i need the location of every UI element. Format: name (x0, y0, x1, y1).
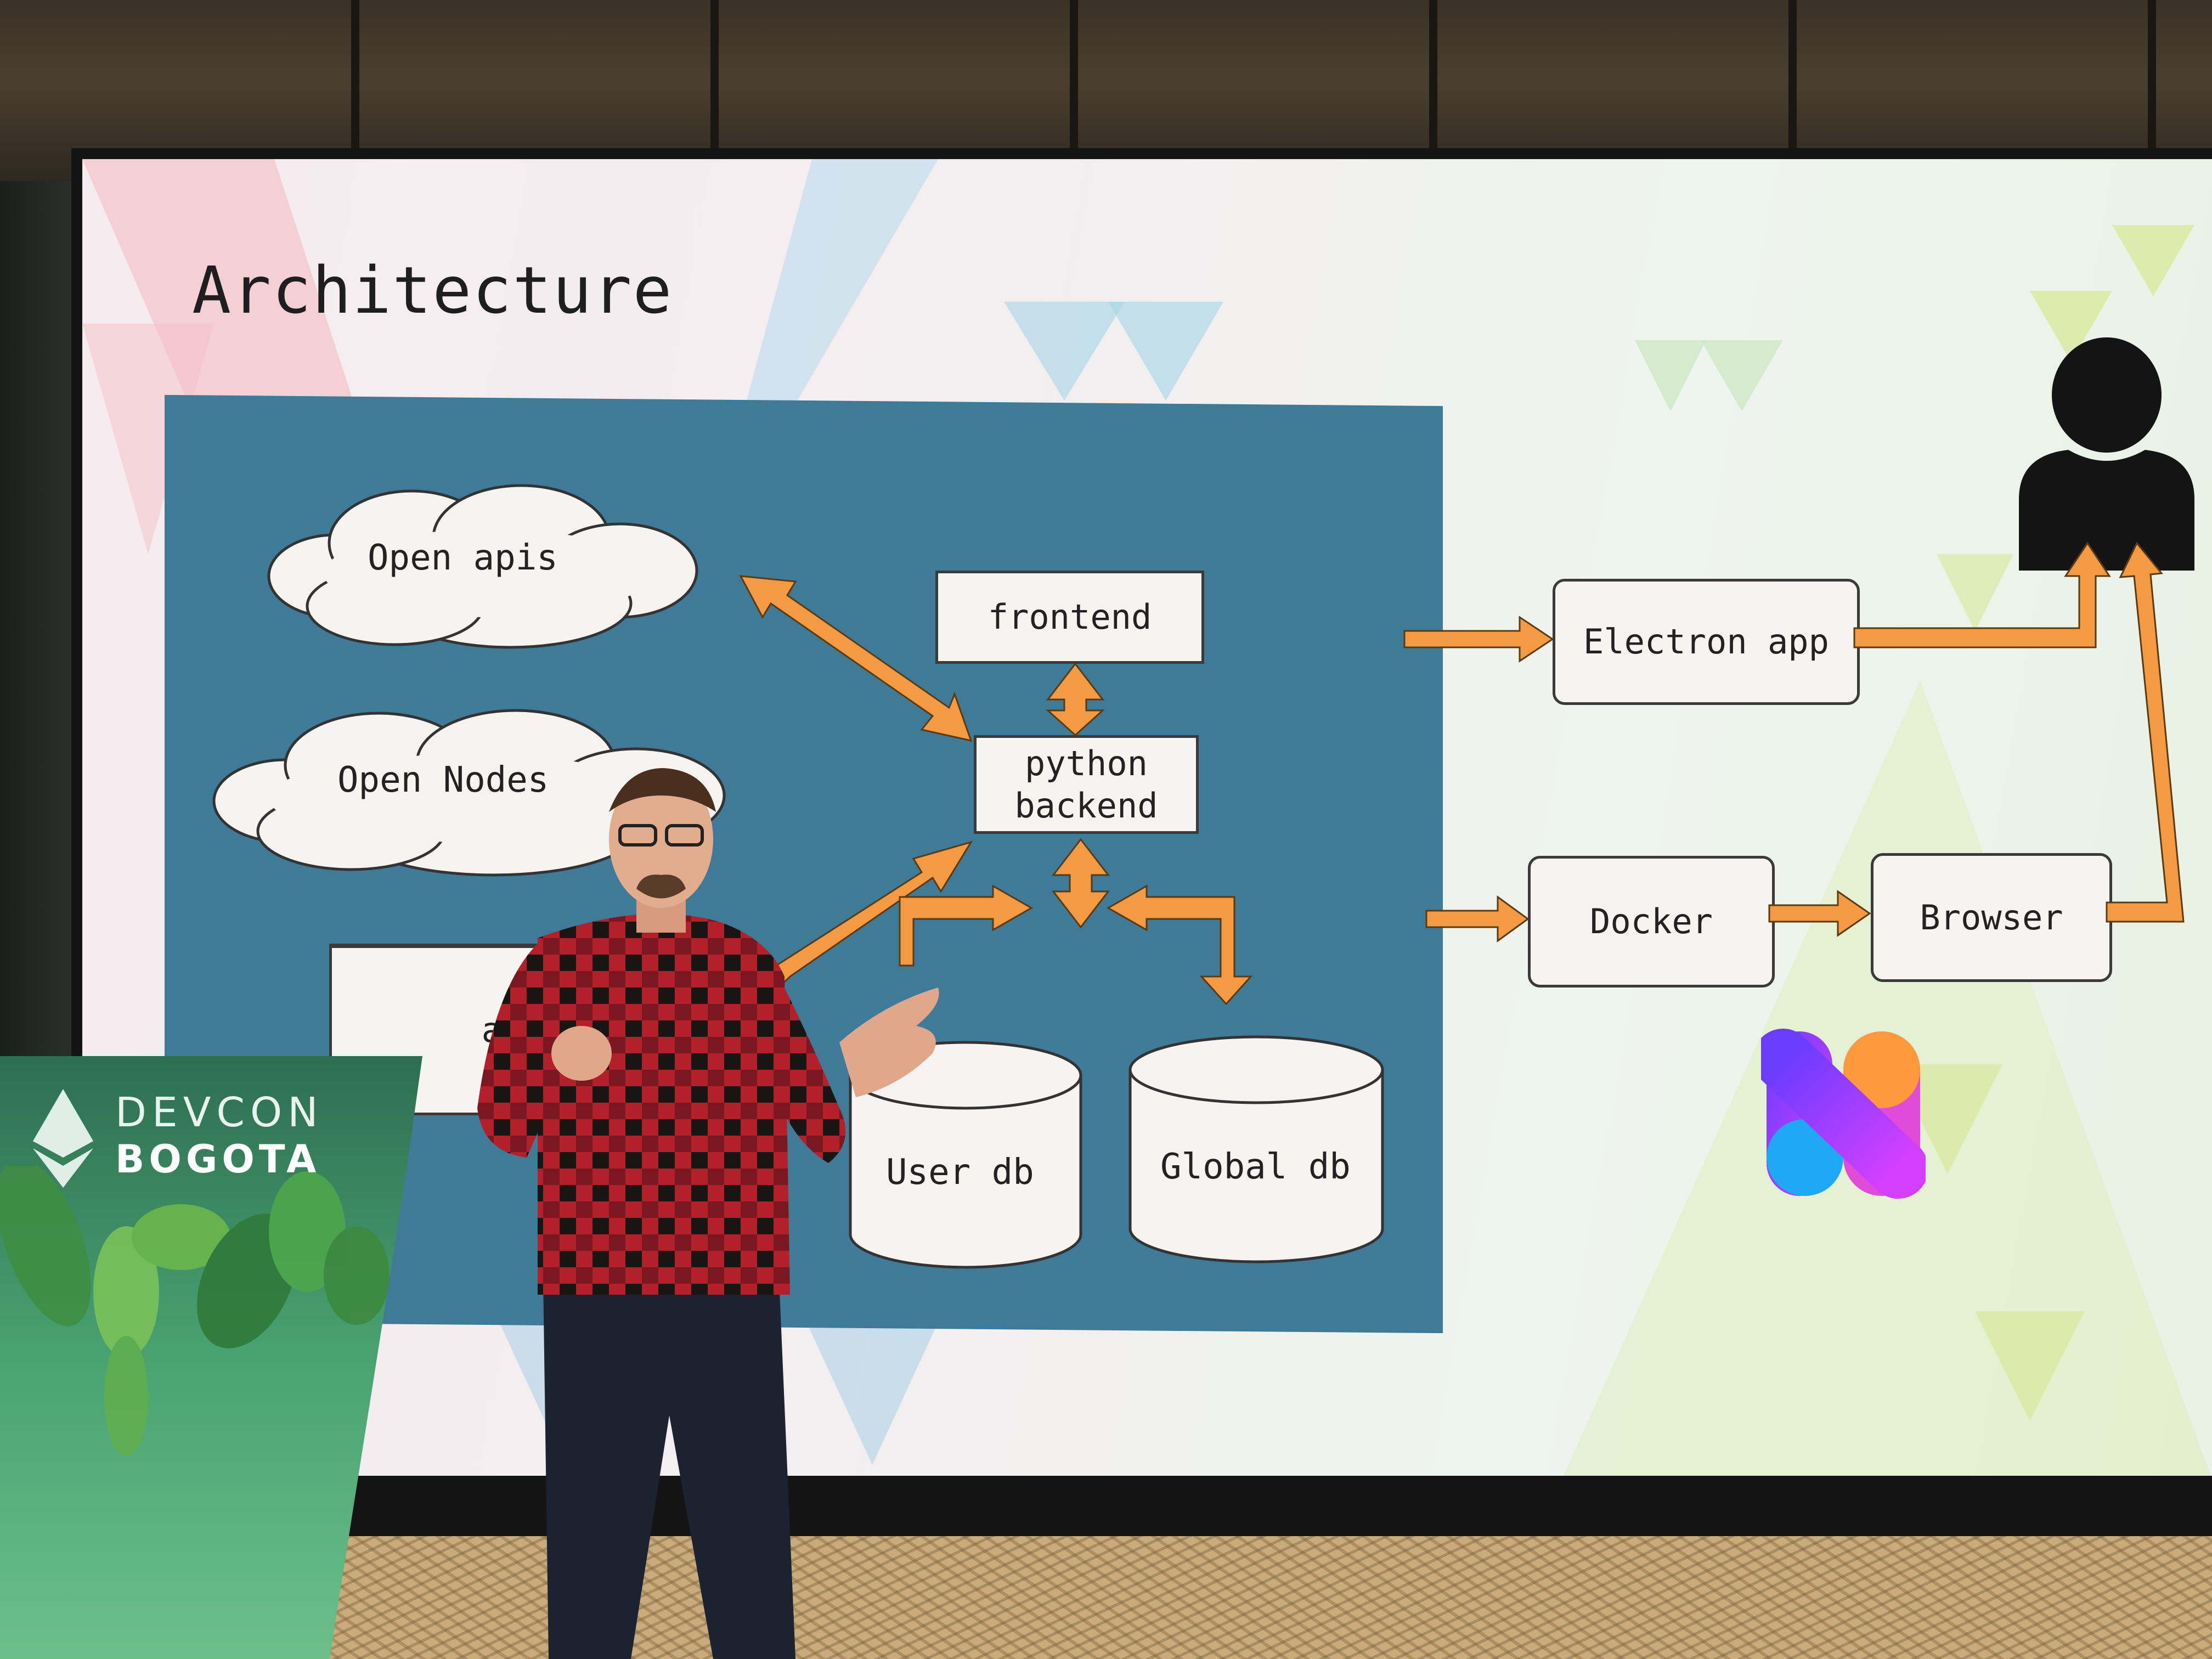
diagram-arrows (739, 541, 2185, 1006)
speaker (477, 768, 939, 1659)
podium-brand-line1: DEVCON (115, 1089, 324, 1136)
python-backend-label-line1: python (1025, 743, 1148, 783)
user-db-label: User db (886, 1152, 1034, 1193)
podium-leaves (0, 1166, 390, 1457)
frontend-label: frontend (988, 597, 1152, 637)
docker-label: Docker (1590, 901, 1713, 942)
slide-title: Architecture (192, 252, 673, 328)
open-nodes-label: Open Nodes (337, 760, 549, 800)
open-apis-cloud (267, 484, 698, 649)
browser-label: Browser (1920, 897, 2063, 938)
electron-app-box: Electron app (1553, 579, 1860, 705)
ethereum-logo-icon (33, 1089, 93, 1188)
global-db-cylinder (1128, 1035, 1384, 1263)
electron-app-label: Electron app (1583, 622, 1829, 662)
browser-box: Browser (1871, 853, 2112, 982)
open-apis-label: Open apis (368, 538, 558, 578)
app-logo-icon (1761, 1029, 1926, 1199)
podium-brand-line2: BOGOTA (115, 1137, 321, 1182)
user-icon (2019, 337, 2194, 571)
global-db-label: Global db (1160, 1147, 1351, 1187)
python-backend-box: python backend (974, 735, 1199, 834)
python-backend-label-line2: backend (1014, 786, 1158, 826)
projection-screen: Architecture Open apis Open Nodes (82, 159, 2212, 1476)
open-nodes-cloud (212, 709, 726, 877)
frontend-box: frontend (935, 571, 1204, 664)
docker-box: Docker (1528, 856, 1775, 988)
